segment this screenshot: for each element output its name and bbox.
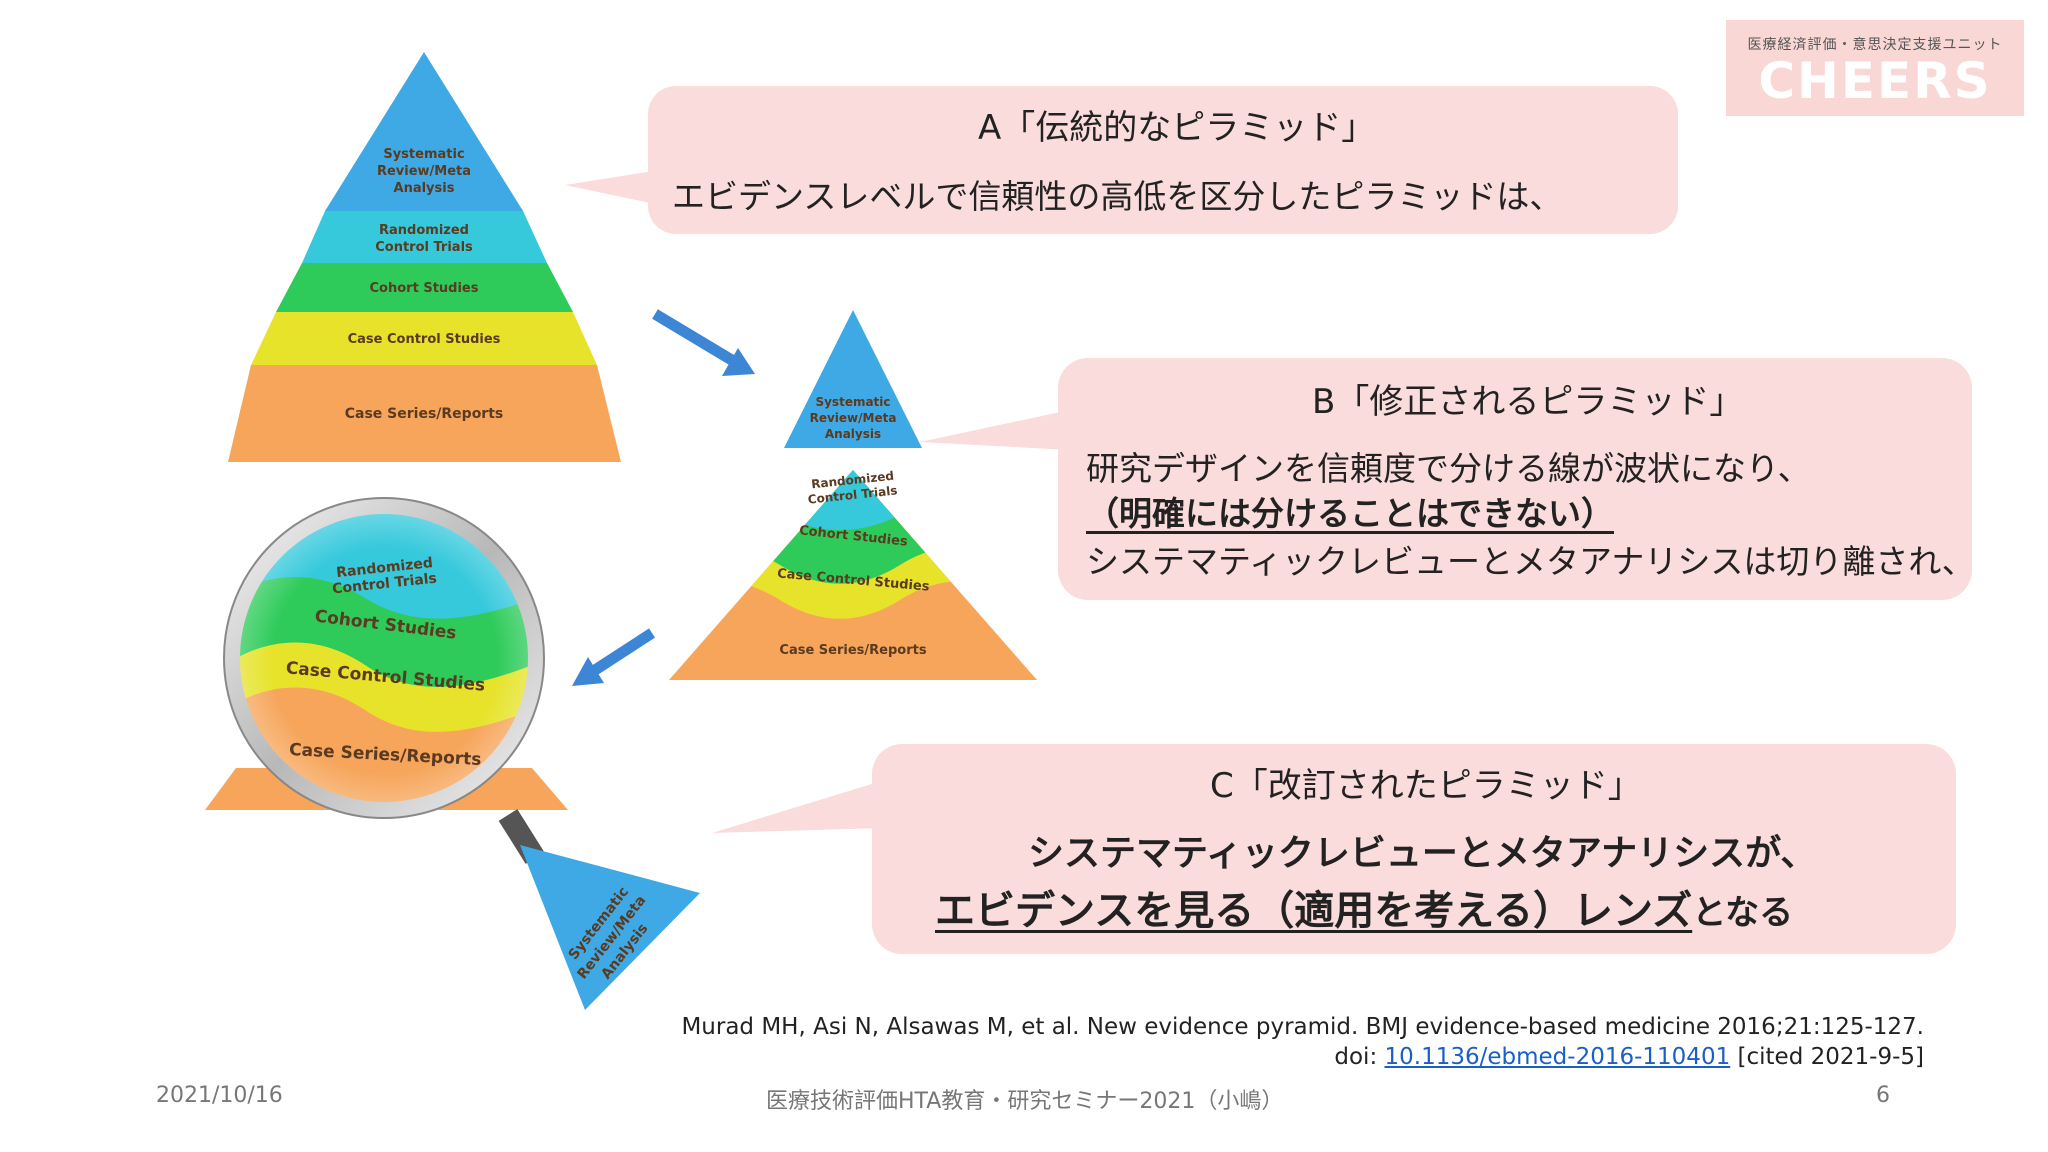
bubble-a-shape xyxy=(565,86,1678,234)
pyr-a-sys-1: Systematic xyxy=(383,147,464,162)
pyramid-c xyxy=(205,497,700,1010)
footer-center: 医療技術評価HTA教育・研究セミナー2021（小嶋） xyxy=(766,1089,1284,1114)
cheers-logo: 医療経済評価・意思決定支援ユニット CHEERS xyxy=(1726,20,2024,116)
pyramid-a-rct-layer xyxy=(302,211,547,263)
pyr-b-sys-1: Systematic xyxy=(815,395,890,409)
citation-cited: [cited 2021-9-5] xyxy=(1730,1044,1924,1070)
bubble-a-line1: エビデンスレベルで信頼性の高低を区分したピラミッドは、 xyxy=(672,177,1563,216)
pyramid-a xyxy=(228,52,621,462)
bubble-b-line2: （明確には分けることはできない） xyxy=(1086,494,1614,533)
pyramid-a-labels: Systematic Review/Meta Analysis Randomiz… xyxy=(345,147,504,422)
logo-name: CHEERS xyxy=(1758,52,1992,110)
arrow-b-to-c xyxy=(572,628,655,686)
pyr-a-cohort: Cohort Studies xyxy=(370,281,479,296)
bubble-b-line1: 研究デザインを信頼度で分ける線が波状になり、 xyxy=(1086,449,1811,488)
bubble-c-line2: エビデンスを見る（適用を考える）レンズとなる xyxy=(935,878,1793,936)
bubble-c-line1: システマティックレビューとメタアナリシスが、 xyxy=(1028,833,1817,874)
lens-handle-systematic xyxy=(520,845,700,1010)
pyr-a-sys-2: Review/Meta xyxy=(377,164,471,179)
bubble-c-tail: となる xyxy=(1692,893,1794,933)
pyramid-a-case-control-layer xyxy=(251,312,597,365)
pyramid-b-systematic-layer xyxy=(784,310,922,448)
pyr-b-sys-2: Review/Meta xyxy=(810,411,897,425)
pyr-a-rct-2: Control Trials xyxy=(375,240,473,255)
bubble-c-title: C「改訂されたピラミッド」 xyxy=(1210,766,1642,806)
citation-doi-prefix: doi: xyxy=(1334,1044,1385,1070)
arrow-a-to-b xyxy=(652,309,755,376)
bubble-c-emphasis: エビデンスを見る（適用を考える）レンズ xyxy=(935,888,1693,934)
citation-line2: doi: 10.1136/ebmed-2016-110401 [cited 20… xyxy=(1334,1044,1924,1070)
pyr-b-case-series: Case Series/Reports xyxy=(779,643,926,658)
footer-date: 2021/10/16 xyxy=(156,1083,283,1108)
pyr-a-case-series: Case Series/Reports xyxy=(345,406,504,422)
pyr-b-sys-3: Analysis xyxy=(825,427,881,441)
bubble-b-shape xyxy=(920,358,1972,600)
doi-link[interactable]: 10.1136/ebmed-2016-110401 xyxy=(1384,1044,1731,1070)
pyramid-a-cohort-layer xyxy=(276,263,573,312)
citation-line1: Murad MH, Asi N, Alsawas M, et al. New e… xyxy=(681,1014,1924,1040)
pyr-a-rct-1: Randomized xyxy=(379,223,469,238)
bubble-b-title: B「修正されるピラミッド」 xyxy=(1312,382,1744,422)
pyr-a-sys-3: Analysis xyxy=(394,181,455,196)
pyr-a-case-control: Case Control Studies xyxy=(348,332,501,347)
bubble-c-shape xyxy=(712,744,1956,954)
bubble-b-line3: システマティックレビューとメタアナリシスは切り離され、 xyxy=(1086,542,1975,581)
pyramid-a-case-series-layer xyxy=(228,365,621,462)
pyramid-a-systematic-layer xyxy=(325,52,523,211)
footer-page-number: 6 xyxy=(1876,1083,1890,1108)
bubble-a-title: A「伝統的なピラミッド」 xyxy=(978,108,1376,148)
logo-subtitle: 医療経済評価・意思決定支援ユニット xyxy=(1747,37,2003,53)
